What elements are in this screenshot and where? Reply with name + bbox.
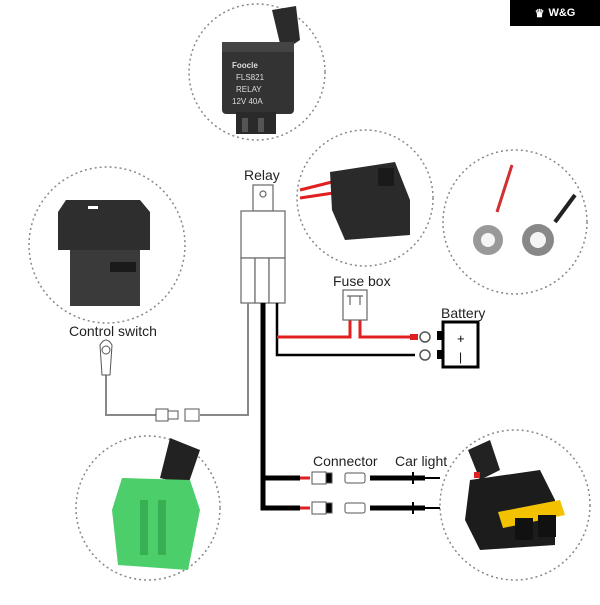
car-light-connector-photo [465,440,565,550]
relay-type: RELAY [236,85,262,94]
relay-rating: 12V 40A [232,97,263,106]
brand-name: W&G [548,7,576,19]
battery-symbol: + | [437,320,480,369]
relay-schematic [240,184,286,304]
label-fuse-box: Fuse box [333,273,391,289]
battery-terminals [410,331,431,361]
brand-badge: ♛ W&G [510,0,600,26]
label-connector: Connector [313,453,378,469]
label-relay: Relay [244,167,280,183]
label-control-switch: Control switch [69,323,157,339]
green-connector-photo [112,438,200,570]
positive-wire [277,320,415,339]
crown-logo-icon: ♛ [534,7,545,20]
label-car-light: Car light [395,453,448,469]
power-output-wire [275,303,415,357]
battery-positive: + [457,331,465,346]
switch-connector [99,339,200,422]
ground-trunk-wire [260,303,300,511]
fusebox-photo [299,162,410,240]
relay-brand: Foocle [232,61,258,70]
relay-photo: Foocle FLS821 RELAY 12V 40A [222,6,300,134]
light-connectors [311,471,414,515]
ring-terminal-photo-circle [442,149,588,295]
battery-negative: | [459,350,462,364]
wires [105,303,440,511]
label-battery: Battery [441,305,486,321]
control-switch-photo [58,200,150,306]
relay-model: FLS821 [236,73,265,82]
ring-terminals-photo [473,164,577,256]
fusebox-schematic [342,289,368,321]
signal-wire [105,303,249,416]
